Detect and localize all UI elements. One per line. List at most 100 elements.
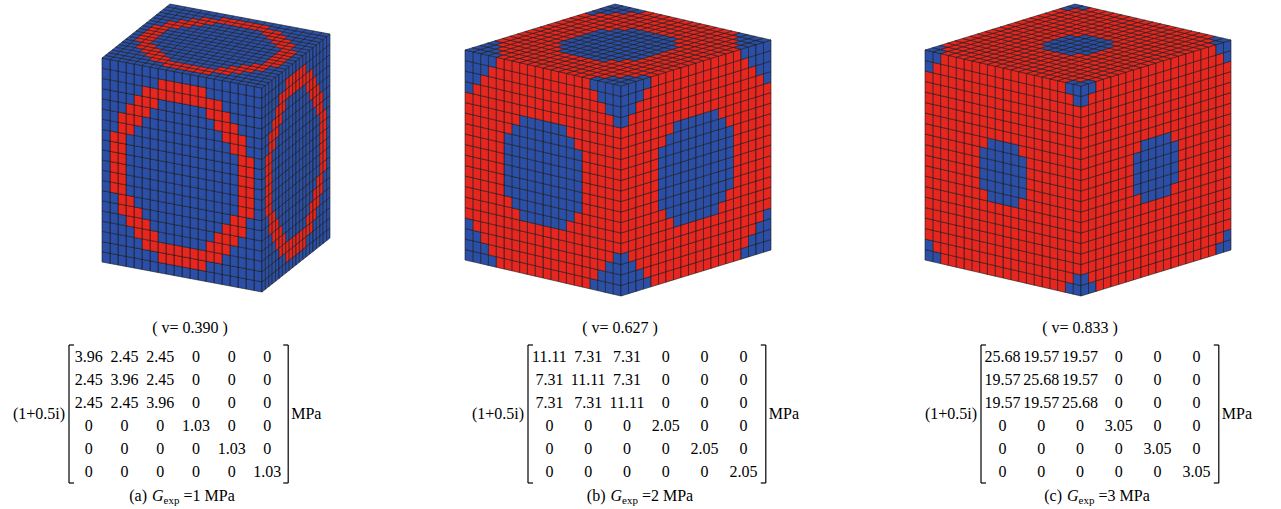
voxel-face (512, 155, 520, 167)
voxel-face (134, 217, 142, 229)
voxel-face (182, 185, 190, 197)
voxel-face (590, 184, 598, 196)
voxel-face (512, 239, 520, 251)
voxel-face (465, 197, 473, 209)
voxel-face (238, 206, 246, 218)
matrix-bracket (283, 344, 288, 345)
voxel-face (222, 101, 230, 113)
voxel-face (566, 94, 574, 106)
voxel-face (559, 198, 567, 210)
voxel-face (254, 199, 262, 211)
voxel-face (496, 194, 504, 206)
voxel-face (110, 131, 118, 143)
voxel-face (118, 204, 126, 216)
voxel-face (582, 140, 590, 152)
voxel-face (206, 159, 214, 171)
voxel-face (198, 86, 206, 98)
voxel-face (559, 229, 567, 241)
voxel-face (566, 147, 574, 159)
voxel-face (246, 146, 254, 158)
voxel-face (142, 259, 150, 271)
voxel-face (126, 226, 134, 238)
voxel-face (613, 273, 621, 285)
voxel-face (590, 194, 598, 206)
voxel-face (496, 225, 504, 237)
voxel-face (214, 130, 222, 142)
voxel-face (481, 180, 489, 192)
voxel-face (574, 159, 582, 171)
voxel-face (496, 246, 504, 258)
voxel-face (142, 219, 150, 231)
voxel-face (118, 173, 126, 185)
voxel-face (535, 161, 543, 173)
voxel-face (488, 118, 496, 130)
voxel-face (254, 127, 262, 139)
voxel-face (535, 98, 543, 110)
voxel-face (481, 106, 489, 118)
voxel-face (551, 101, 559, 113)
voxel-face (465, 61, 473, 73)
voxel-face (598, 102, 606, 114)
voxel-face (190, 187, 198, 199)
voxel-face (142, 106, 150, 118)
voxel-face (488, 160, 496, 172)
voxel-face (230, 92, 238, 104)
voxel-face (598, 207, 606, 219)
voxel-face (150, 67, 158, 79)
voxel-face (543, 89, 551, 101)
voxel-face (543, 173, 551, 185)
voxel-face (102, 140, 110, 152)
voxel-face (126, 205, 134, 217)
voxel-face (166, 70, 174, 82)
voxel-face (118, 102, 126, 114)
voxel-face (527, 75, 535, 87)
voxel-face (150, 200, 158, 212)
voxel-face (214, 89, 222, 101)
voxel-face (166, 243, 174, 255)
voxel-face (496, 141, 504, 153)
voxel-face (598, 259, 606, 271)
voxel-face (582, 88, 590, 100)
voxel-face (551, 185, 559, 197)
voxel-face (190, 217, 198, 229)
voxel-face (246, 238, 254, 250)
voxel-face (182, 206, 190, 218)
voxel-face (535, 87, 543, 99)
voxel-face (605, 229, 613, 241)
voxel-face (150, 159, 158, 171)
voxel-face (150, 210, 158, 222)
voxel-face (174, 265, 182, 277)
voxel-face (190, 207, 198, 219)
voxel-face (613, 200, 621, 212)
voxel-face (566, 273, 574, 285)
voxel-face (142, 239, 150, 251)
voxel-face (496, 78, 504, 90)
voxel-face (605, 114, 613, 126)
voxel-face (222, 193, 230, 205)
voxel-face (473, 209, 481, 221)
voxel-face (590, 100, 598, 112)
voxel-face (473, 199, 481, 211)
voxel-face (559, 261, 567, 273)
voxel-face (246, 248, 254, 260)
voxel-face (246, 187, 254, 199)
voxel-face (190, 136, 198, 148)
voxel-face (182, 226, 190, 238)
voxel-face (254, 240, 262, 252)
voxel-face (198, 260, 206, 272)
voxel-face (590, 142, 598, 154)
voxel-face (481, 232, 489, 244)
voxel-face (481, 148, 489, 160)
voxel-face (598, 154, 606, 166)
voxel-face (166, 121, 174, 133)
voxel-face (246, 136, 254, 148)
voxel-face (174, 82, 182, 94)
voxel-face (512, 82, 520, 94)
matrix-bracket (69, 344, 74, 345)
voxel-face (238, 267, 246, 279)
voxel-face (574, 275, 582, 287)
voxel-face (590, 121, 598, 133)
voxel-face (158, 99, 166, 111)
voxel-face (182, 246, 190, 258)
voxel-face (551, 248, 559, 260)
